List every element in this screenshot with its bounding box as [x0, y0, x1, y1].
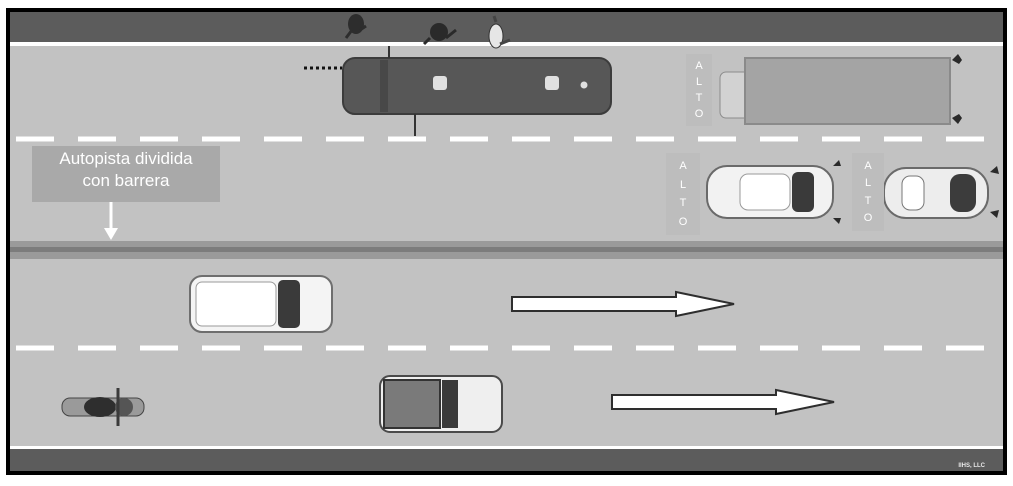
stop-sign-letter: L [696, 76, 702, 88]
stop-sign-letter: A [864, 160, 871, 172]
median-barrier-core [10, 247, 1003, 252]
annotation-line-2: con barrera [32, 170, 220, 192]
suv-vehicle [190, 276, 332, 332]
stop-sign-compact: A L T O [852, 153, 884, 231]
bottom-curb [10, 449, 1003, 471]
stop-sign-sedan: A L T O [666, 153, 700, 235]
pickup-truck [380, 376, 502, 432]
annotation-label: Autopista dividida con barrera [32, 148, 220, 192]
stop-sign-letter: T [680, 197, 687, 209]
annotation-line-1: Autopista dividida [32, 148, 220, 170]
stop-sign-truck: A L T O [686, 54, 712, 126]
stop-sign-letter: O [695, 108, 704, 120]
stop-sign-letter: T [865, 195, 872, 207]
stop-sign-letter: A [679, 160, 686, 172]
sedan-stopped [707, 160, 841, 224]
top-curb [10, 12, 1003, 44]
stop-sign-letter: T [696, 92, 703, 104]
stop-sign-letter: L [865, 177, 871, 189]
stop-sign-letter: A [695, 60, 702, 72]
stop-sign-letter: L [680, 179, 686, 191]
stop-sign-letter: O [864, 212, 873, 224]
copyright-text: IIHS, LLC [958, 463, 985, 469]
stop-sign-letter: O [679, 216, 688, 228]
bottom-edge-line [10, 446, 1003, 449]
semi-truck [720, 54, 962, 124]
compact-car-stopped [884, 166, 999, 218]
